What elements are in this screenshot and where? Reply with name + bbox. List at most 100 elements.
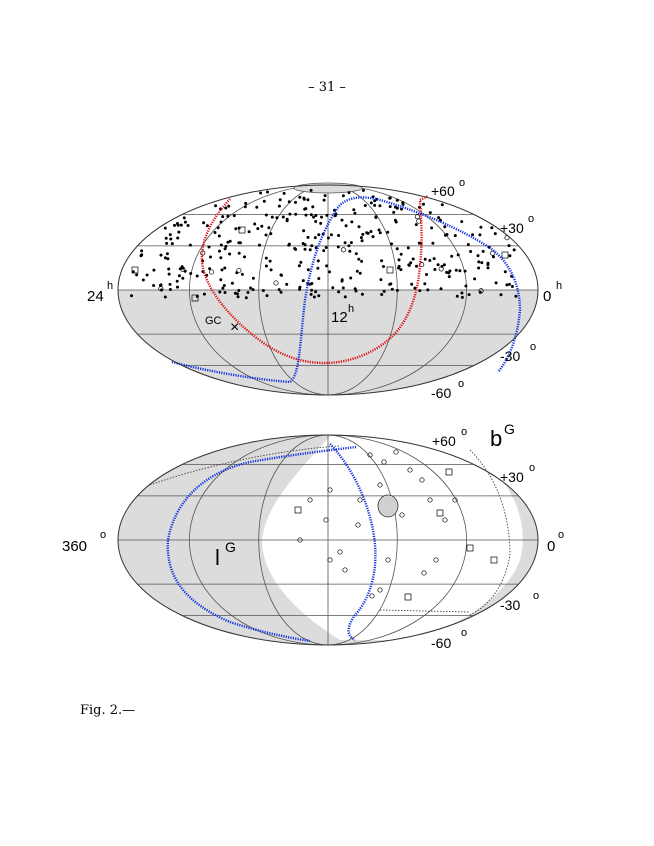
- source-open-circle: [381, 459, 387, 465]
- source-dot: [359, 236, 363, 240]
- source-dot: [282, 191, 286, 195]
- top-map-ra-right-label: 0: [543, 288, 551, 305]
- source-open-circle: [357, 497, 363, 503]
- source-dot: [323, 194, 327, 198]
- top-map-grid: [118, 185, 538, 395]
- source-dot: [397, 266, 400, 270]
- source-dot: [218, 249, 221, 253]
- source-dot: [357, 225, 361, 229]
- source-dot: [311, 205, 315, 209]
- source-dot: [258, 243, 261, 247]
- source-dot: [275, 216, 279, 220]
- source-dot: [298, 195, 302, 199]
- source-dot: [264, 256, 268, 260]
- source-dot: [423, 257, 427, 261]
- source-dot: [492, 255, 495, 259]
- source-dot: [392, 210, 396, 214]
- top-map-ra-left-label: 24: [87, 288, 104, 305]
- source-dot: [277, 288, 281, 292]
- source-dot: [310, 282, 314, 285]
- source-dot: [265, 294, 269, 298]
- source-dot: [371, 235, 375, 239]
- source-dot: [426, 288, 430, 292]
- source-open-circle: [208, 269, 215, 275]
- top-map-sources: [130, 188, 518, 302]
- source-dot: [264, 213, 268, 217]
- source-dot: [378, 204, 382, 208]
- source-dot: [353, 211, 357, 215]
- source-dot: [505, 283, 509, 287]
- source-dot: [299, 260, 303, 264]
- source-dot: [288, 212, 292, 216]
- source-open-circle: [452, 497, 458, 503]
- source-dot: [141, 278, 145, 282]
- source-dot: [312, 295, 316, 299]
- source-dot: [227, 204, 231, 208]
- source-open-circle: [236, 267, 242, 274]
- source-dot: [235, 292, 239, 296]
- source-dot: [205, 224, 209, 228]
- source-dot: [181, 276, 185, 280]
- source-square: [501, 251, 509, 259]
- source-dot: [428, 259, 432, 262]
- source-dot: [326, 236, 330, 240]
- source-dot: [353, 287, 357, 291]
- top-map-dec-p30-sup: o: [528, 213, 534, 225]
- source-dot: [313, 236, 317, 240]
- source-dot: [168, 282, 172, 286]
- source-dot: [183, 220, 187, 224]
- source-dot: [251, 276, 255, 280]
- source-dot: [360, 259, 364, 263]
- source-dot: [306, 235, 310, 239]
- source-dot: [395, 288, 399, 292]
- source-dot: [195, 294, 199, 298]
- bottom-map-lat-p30-sup: o: [529, 462, 535, 474]
- source-dot: [243, 205, 247, 209]
- source-dot: [208, 267, 212, 271]
- source-dot: [224, 206, 228, 210]
- bottom-map-outline: [117, 434, 539, 646]
- source-dot: [173, 223, 176, 227]
- source-dot: [207, 245, 211, 249]
- source-square: [436, 509, 444, 517]
- source-dot: [314, 214, 318, 217]
- source-dot: [224, 244, 228, 248]
- source-dot: [130, 294, 133, 298]
- source-dot: [298, 287, 302, 291]
- source-dot: [395, 206, 399, 210]
- source-square: [490, 556, 498, 564]
- source-dot: [243, 255, 246, 259]
- source-dot: [386, 230, 390, 234]
- top-map-ra-center-label: 12: [331, 309, 348, 326]
- source-dot: [314, 290, 318, 294]
- source-dot: [357, 257, 361, 261]
- source-dot: [388, 282, 392, 286]
- source-open-circle: [185, 194, 191, 200]
- source-dot: [352, 208, 356, 212]
- source-dot: [477, 266, 481, 270]
- bottom-map-unshaded-region: [262, 436, 523, 640]
- source-dot: [164, 236, 168, 240]
- source-dot: [324, 246, 328, 249]
- source-dot: [442, 263, 446, 267]
- source-dot: [447, 275, 451, 279]
- source-open-circle: [419, 262, 425, 268]
- source-dot: [395, 247, 399, 251]
- source-dot: [388, 196, 392, 200]
- source-dot: [394, 220, 398, 224]
- source-dot: [219, 243, 223, 247]
- source-open-circle: [385, 557, 391, 563]
- source-dot: [255, 205, 259, 209]
- source-dot: [431, 241, 435, 245]
- bottom-map-blue-curve-right: [329, 443, 377, 642]
- source-dot: [303, 247, 307, 251]
- source-dot: [341, 286, 345, 290]
- source-dot: [270, 215, 274, 219]
- source-dot: [175, 279, 179, 283]
- source-open-circle: [438, 266, 444, 272]
- source-dot: [336, 245, 340, 249]
- bottom-map-dotted-boundary-north: [149, 445, 341, 486]
- source-dot: [189, 272, 193, 275]
- source-dot: [469, 250, 473, 253]
- source-dot: [397, 258, 401, 262]
